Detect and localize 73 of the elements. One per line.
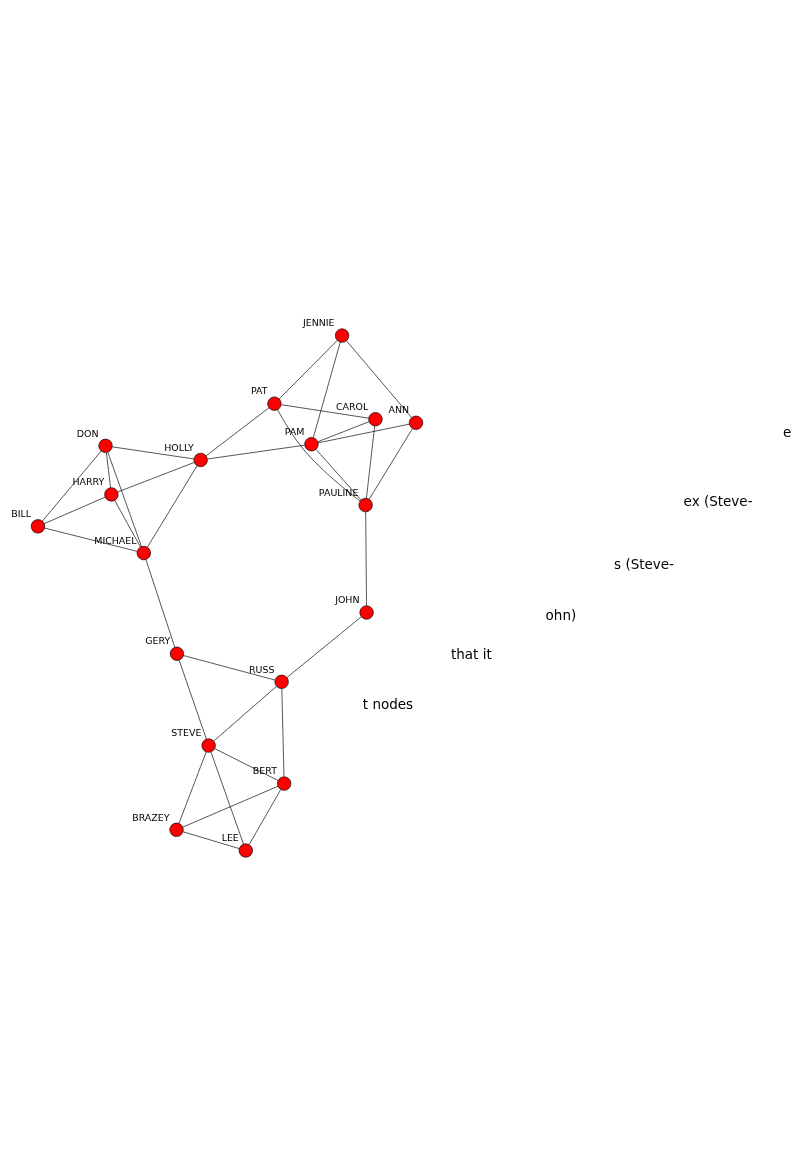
node-circle <box>169 646 185 661</box>
node-circle <box>408 415 424 430</box>
node-circle <box>358 497 373 512</box>
node-label: PAM <box>284 425 305 437</box>
node-label: STEVE <box>171 726 202 738</box>
connector <box>107 451 142 547</box>
connector <box>114 499 141 547</box>
label: e <box>783 423 792 440</box>
node-circle <box>368 411 383 426</box>
node-label: HOLLY <box>164 441 194 453</box>
node-circle <box>169 822 184 837</box>
connector <box>278 339 338 399</box>
node-circle <box>267 396 282 411</box>
connector <box>346 340 412 418</box>
label: that it <box>450 645 492 662</box>
connector <box>145 558 176 647</box>
label: ohn) <box>545 606 577 623</box>
connector <box>178 659 207 739</box>
node-circle <box>277 776 292 791</box>
node-circle <box>335 328 350 343</box>
node-label: CAROL <box>336 400 369 412</box>
node-label: JOHN <box>335 593 360 605</box>
connector <box>286 616 362 678</box>
node-circle <box>359 604 374 620</box>
connector <box>182 831 240 849</box>
connector <box>281 687 285 777</box>
connector <box>205 406 270 456</box>
connector <box>42 450 102 521</box>
connector <box>248 788 282 845</box>
connector <box>117 461 195 492</box>
connector <box>317 420 370 442</box>
node-label: DON <box>76 427 99 439</box>
connector <box>207 444 305 459</box>
node-circle <box>304 436 319 451</box>
node-circle <box>274 674 289 689</box>
node-circle <box>201 737 216 753</box>
connector <box>214 747 279 781</box>
connector <box>366 425 375 499</box>
connector <box>277 409 361 501</box>
node-circle <box>238 842 253 858</box>
label: t nodes <box>362 695 414 712</box>
node-label: LEE <box>221 831 239 843</box>
connector <box>112 446 195 459</box>
node-label: MICHAEL <box>94 534 137 546</box>
connector <box>368 427 413 499</box>
connector <box>183 654 276 680</box>
connector <box>178 751 207 824</box>
connector <box>106 452 111 488</box>
node-circle <box>98 438 113 453</box>
connector <box>213 685 277 741</box>
node-label: GERY <box>145 634 171 646</box>
node-circle <box>104 486 119 501</box>
connector <box>210 751 244 844</box>
connector <box>147 464 198 548</box>
node-label: JENNIE <box>302 316 335 328</box>
node-circle <box>136 545 151 560</box>
connector <box>281 403 370 418</box>
label: ex (Steve- <box>683 492 753 509</box>
label: s (Steve- <box>614 555 675 572</box>
node-label: BILL <box>11 507 31 519</box>
node-label: ANN <box>388 403 410 415</box>
node-label: PAT <box>250 384 268 396</box>
connector <box>313 341 341 438</box>
connector <box>318 423 410 443</box>
node-label: BRAZEY <box>132 811 170 823</box>
node-circle <box>193 452 208 467</box>
node-circle <box>30 518 46 533</box>
connector <box>44 527 138 552</box>
connector <box>182 785 279 827</box>
node-label: HARRY <box>72 475 105 487</box>
node-label: RUSS <box>248 663 275 675</box>
connector <box>43 496 106 524</box>
connector <box>365 511 367 606</box>
